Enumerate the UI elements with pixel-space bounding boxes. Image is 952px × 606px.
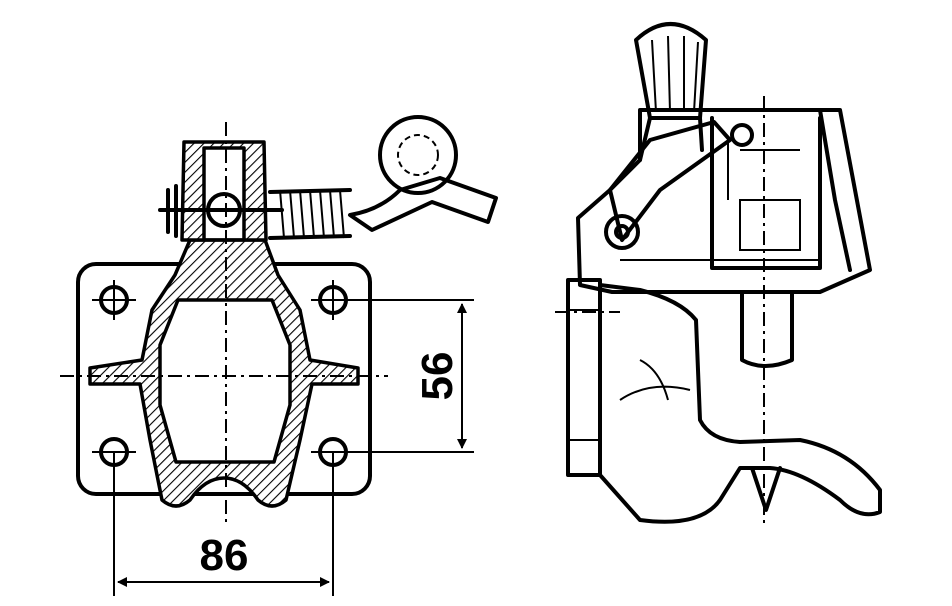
hook-tooth	[750, 466, 782, 512]
spring	[268, 188, 352, 240]
dimension-86: 86	[113, 452, 334, 596]
lever-handle	[348, 115, 498, 232]
dimension-56: 56	[333, 299, 474, 453]
hatched-body-section	[88, 238, 360, 508]
handle-knob	[634, 22, 708, 162]
back-plate	[566, 278, 602, 477]
plunger	[740, 290, 794, 368]
dimension-86-label: 86	[200, 531, 249, 580]
housing	[576, 108, 872, 294]
front-section-view	[60, 115, 498, 522]
dimension-56-label: 56	[413, 352, 462, 401]
hook-body	[598, 283, 882, 524]
side-elevation-view	[555, 22, 882, 525]
